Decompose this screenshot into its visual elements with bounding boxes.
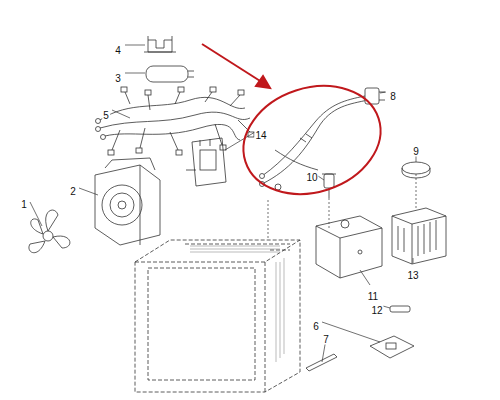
capacitor-bracket bbox=[144, 36, 176, 52]
callout-number: 11 bbox=[367, 291, 379, 302]
mounting-plate bbox=[370, 336, 414, 358]
callout-number: 13 bbox=[406, 270, 419, 281]
cabinet-outline bbox=[135, 240, 300, 392]
wire-harness bbox=[96, 87, 255, 155]
fan-motor-bracket bbox=[95, 158, 160, 245]
fan-blade bbox=[29, 210, 70, 253]
leader-lines bbox=[30, 45, 416, 362]
thermal-cutout bbox=[322, 174, 336, 198]
switch-board bbox=[186, 138, 226, 186]
callout-number: 2 bbox=[69, 186, 77, 197]
callout-number: 1 bbox=[20, 199, 28, 210]
highlight-ellipse bbox=[229, 69, 394, 211]
magnetron-bracket bbox=[316, 216, 382, 278]
latch-bar bbox=[306, 354, 337, 371]
callout-number: 6 bbox=[312, 321, 320, 332]
capacitor bbox=[146, 66, 194, 82]
callout-number: 14 bbox=[254, 130, 267, 141]
power-cord-harness bbox=[260, 88, 386, 190]
callout-number: 5 bbox=[102, 110, 110, 121]
callout-number: 12 bbox=[370, 305, 383, 316]
highlight-mark bbox=[202, 44, 395, 211]
fuse bbox=[390, 306, 410, 312]
callout-number: 8 bbox=[389, 91, 397, 102]
transformer bbox=[392, 208, 446, 264]
callout-number: 4 bbox=[114, 45, 122, 56]
highlight-arrowhead bbox=[256, 76, 270, 88]
callout-number: 10 bbox=[305, 172, 318, 183]
callout-number: 3 bbox=[114, 73, 122, 84]
cabinet-vents bbox=[190, 246, 284, 362]
callout-number: 7 bbox=[322, 334, 330, 345]
highlight-arrow bbox=[202, 44, 268, 86]
callout-number: 9 bbox=[412, 146, 420, 157]
